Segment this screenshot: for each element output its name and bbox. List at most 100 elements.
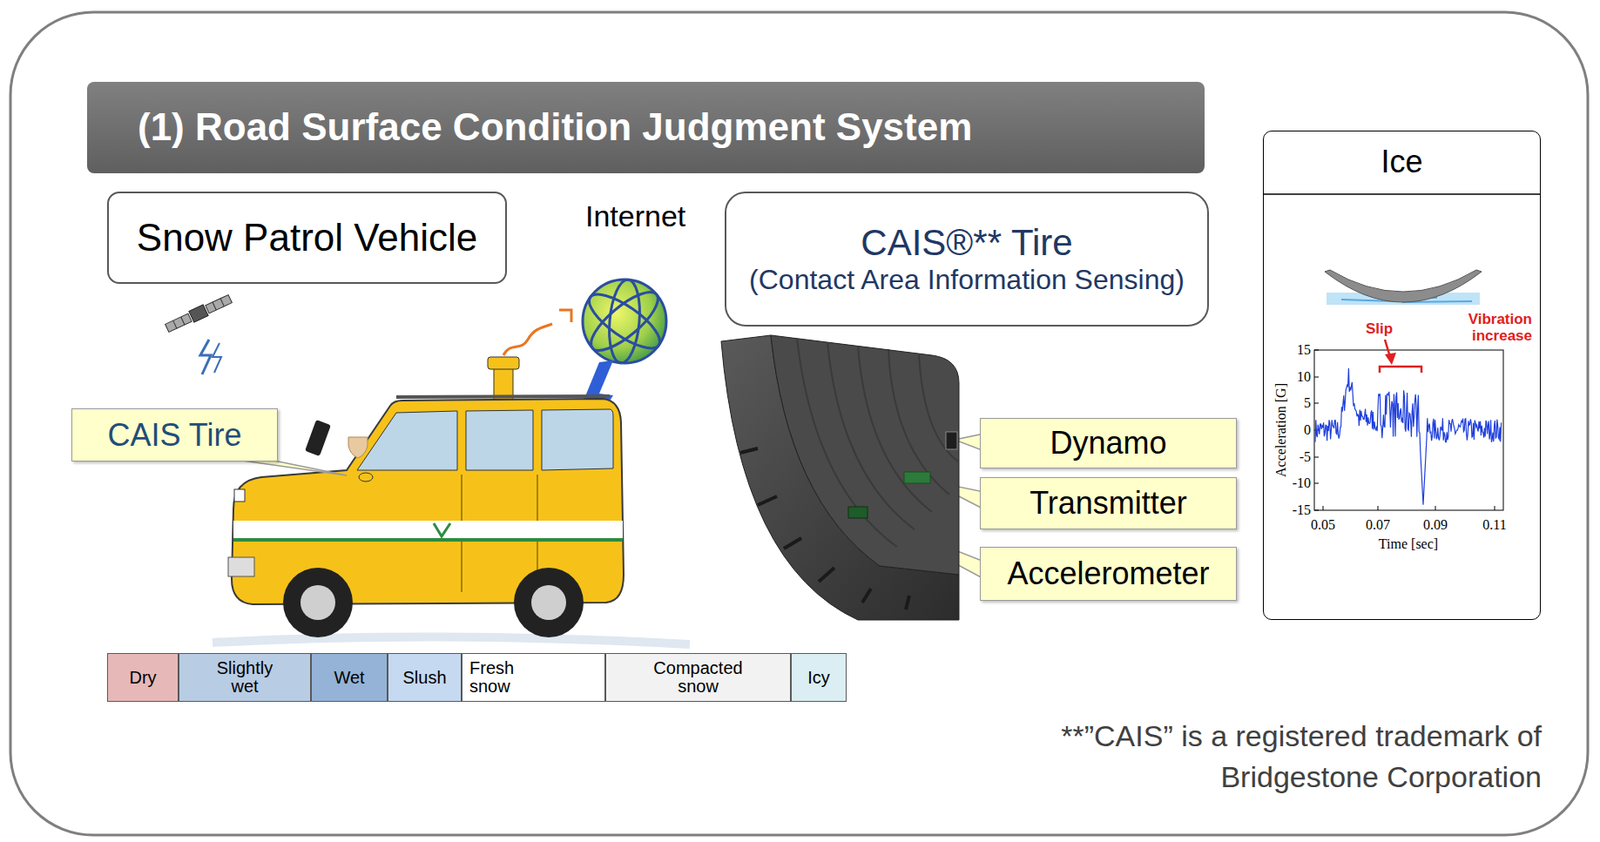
- node-label: Dry: [128, 668, 156, 688]
- sensor-icons: [304, 419, 331, 457]
- tire-cutaway: [796, 338, 898, 547]
- internet-globe: [581, 285, 668, 358]
- patrol-car: [234, 489, 245, 502]
- callout-box: CAIS Tire: [71, 408, 278, 462]
- satellite-icon: [181, 317, 185, 325]
- radio-wave: [503, 324, 553, 356]
- satellite-icon: [173, 320, 177, 329]
- callout-box: Transmitter: [979, 477, 1237, 530]
- signal-trace: [1315, 368, 1502, 506]
- panel-divider: [1263, 193, 1540, 196]
- vehicle-box: Snow Patrol Vehicle: [107, 191, 507, 284]
- axis-tick: 0: [1303, 422, 1311, 439]
- patrol-car: [357, 411, 458, 471]
- satellite-icon: [200, 339, 211, 375]
- internet-globe: [582, 279, 667, 364]
- patrol-car: [433, 523, 451, 537]
- road-condition-cell: Slightly wet: [178, 653, 311, 703]
- node-label: CAIS Tire: [107, 417, 242, 453]
- annotation: Vibration increase: [1449, 311, 1533, 345]
- node-label: Dynamo: [1049, 425, 1167, 461]
- acceleration-chart: [1314, 350, 1504, 511]
- patrol-car: [212, 636, 690, 645]
- patrol-car: [531, 585, 567, 621]
- axis-title: Time [sec]: [1378, 536, 1438, 553]
- patrol-car: [541, 409, 614, 471]
- node-label: Icy: [807, 668, 831, 688]
- acceleration-chart: [1314, 350, 1504, 511]
- road-condition-cell: Icy: [790, 653, 847, 703]
- satellite-icon: [212, 343, 222, 373]
- tire-cutaway: [827, 342, 915, 530]
- patrol-car: [212, 396, 690, 645]
- patrol-car: [300, 585, 336, 621]
- callout-box: Dynamo: [979, 418, 1237, 469]
- slip-marker: [1384, 352, 1397, 365]
- patrol-car: [358, 472, 373, 482]
- axis-tick: 10: [1296, 369, 1311, 385]
- outer-frame: [10, 12, 1588, 836]
- satellite-icon: [164, 293, 233, 375]
- node-label: Fresh snow: [469, 659, 524, 696]
- patrol-car: [228, 557, 255, 577]
- road-condition-cell: Wet: [310, 653, 388, 703]
- title-bar: (1) Road Surface Condition Judgment Syst…: [87, 81, 1205, 174]
- road-condition-cell: Dry: [107, 653, 179, 703]
- road-condition-cell: Slush: [387, 653, 462, 703]
- node-label: Ice: [1380, 143, 1423, 180]
- internet-globe: [582, 283, 666, 360]
- patrol-car: [233, 538, 623, 542]
- tire-cutaway: [888, 349, 950, 495]
- title-text: (1) Road Surface Condition Judgment Syst…: [137, 105, 973, 150]
- satellite-icon: [212, 302, 217, 311]
- patrol-car: [283, 567, 353, 638]
- satellite-icon: [189, 304, 209, 323]
- satellite-icon: [164, 293, 233, 334]
- signal-trace: [1315, 368, 1502, 506]
- annotation: Slip: [1365, 320, 1393, 338]
- axis-tick: 5: [1303, 395, 1311, 412]
- node-label: Slightly wet: [209, 659, 280, 696]
- node-label: Accelerometer: [1006, 555, 1209, 592]
- axis-tick: -5: [1299, 449, 1311, 466]
- tire-cutaway: [848, 506, 868, 519]
- axis-tick: 0.05: [1310, 517, 1336, 534]
- tire-cutaway: [918, 353, 959, 462]
- node-label: Slush: [402, 668, 446, 688]
- sensor-title-box: CAIS®** Tire(Contact Area Information Se…: [724, 191, 1209, 327]
- axis-tick: 0.07: [1365, 517, 1391, 534]
- node-sublabel: (Contact Area Information Sensing): [749, 263, 1185, 297]
- axis-tick: 15: [1296, 342, 1311, 358]
- slip-marker: [1379, 366, 1422, 373]
- road-condition-cell: Fresh snow: [461, 653, 606, 703]
- roof-beacon: [487, 357, 520, 370]
- node-label: Compacted snow: [648, 659, 749, 696]
- tire-cutaway: [904, 472, 931, 484]
- tire-cutaway: [721, 335, 959, 621]
- patrol-car: [513, 567, 584, 638]
- radio-wave: [503, 310, 572, 356]
- roof-beacon: [487, 357, 520, 401]
- patrol-car: [396, 396, 610, 398]
- ice-illustration: [1324, 270, 1482, 303]
- ice-illustration: [1324, 270, 1482, 305]
- node-label: Wet: [333, 668, 365, 688]
- sensor-icons: [348, 437, 368, 459]
- node-label: Transmitter: [1029, 485, 1188, 521]
- axis-tick: 0.11: [1482, 517, 1506, 534]
- network-label: Internet: [585, 199, 686, 234]
- tire-cutaway: [740, 448, 910, 610]
- internet-globe: [606, 278, 643, 365]
- axis-title: Acceleration [G]: [1273, 383, 1290, 478]
- axis-tick: -10: [1292, 475, 1311, 492]
- tire-cutaway: [945, 432, 958, 450]
- road-condition-cell: Compacted snow: [605, 653, 791, 703]
- satellite-icon: [205, 295, 233, 314]
- axis-tick: 0.09: [1423, 517, 1448, 534]
- satellite-icon: [220, 298, 224, 307]
- patrol-car: [233, 520, 623, 539]
- callout-box: Accelerometer: [979, 546, 1237, 601]
- sensor-icons: [304, 419, 368, 459]
- patrol-car: [465, 410, 534, 471]
